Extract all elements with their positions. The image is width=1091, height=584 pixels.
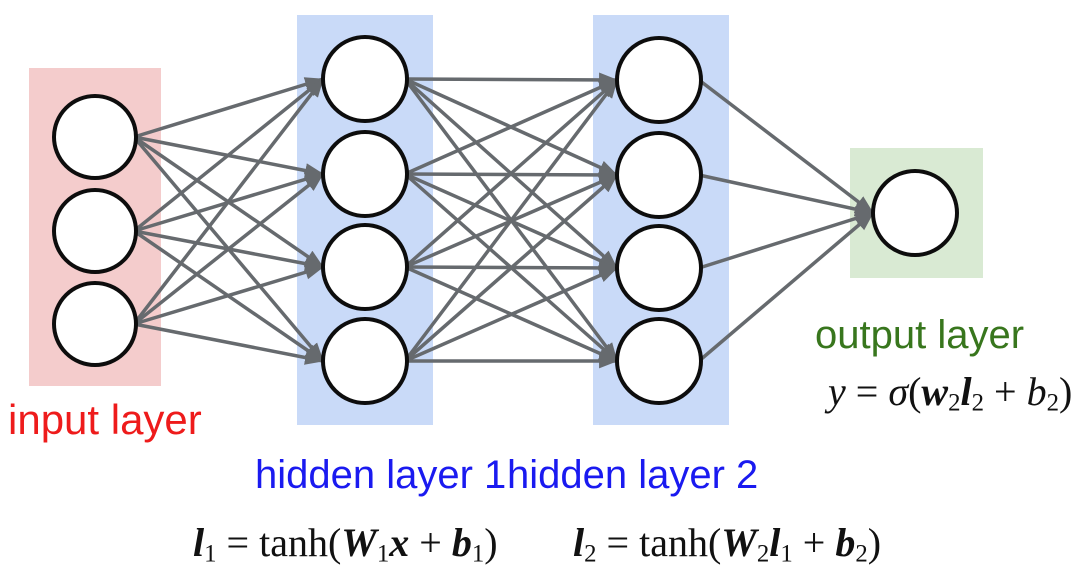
node-hidden2-3 [615, 317, 703, 405]
edge-hidden2-2-to-output-0 [698, 211, 875, 270]
node-hidden2-0 [615, 36, 703, 124]
neuron-nodes [52, 35, 959, 405]
edge-hidden1-3-to-hidden2-1 [403, 173, 619, 363]
node-input-1 [52, 188, 138, 274]
edge-input-2-to-hidden1-0 [132, 77, 325, 326]
edge-hidden2-1-to-output-0 [698, 173, 875, 217]
node-output-0 [871, 169, 959, 257]
equation-part: ) [484, 520, 498, 565]
equation-part: = tanh( [216, 520, 342, 565]
label-input-layer: input layer [8, 396, 202, 443]
equation-part: ) [1058, 369, 1073, 414]
equation-part: 1 [204, 540, 217, 568]
equation-part: + [409, 520, 452, 565]
equation-part: y [828, 369, 846, 414]
equation-part: 2 [756, 540, 770, 568]
equation-part: b [451, 520, 472, 565]
edge-hidden1-2-to-hidden2-0 [403, 78, 619, 269]
equation-part: + [792, 520, 836, 565]
edge-hidden2-0-to-output-0 [697, 78, 875, 215]
node-hidden1-0 [321, 35, 409, 123]
label-output-layer: output layer [815, 313, 1025, 357]
edge-input-2-to-hidden1-3 [133, 322, 325, 365]
equation-part: = [845, 369, 889, 414]
equation-part: 1 [471, 540, 485, 568]
equation-part: + [984, 369, 1027, 414]
equation-part: l [769, 520, 781, 565]
equation-part: ) [867, 520, 882, 565]
equation-part: b [835, 520, 856, 565]
equation-hidden-layer-2: l2 = tanh(W2l1 + b2) [573, 523, 881, 567]
equation-part: 2 [584, 540, 597, 568]
edge-input-2-to-hidden1-1 [132, 172, 325, 326]
label-hidden-layer-1: hidden layer 1 [255, 453, 507, 497]
equation-output-layer: y = σ(w2l2 + b2) [828, 372, 1072, 416]
edge-input-0-to-hidden1-0 [133, 77, 325, 139]
node-hidden1-1 [321, 130, 409, 218]
edge-input-2-to-hidden1-2 [133, 265, 325, 326]
node-hidden1-2 [321, 223, 409, 311]
node-hidden2-1 [615, 131, 703, 219]
equation-part: 1 [780, 540, 793, 568]
edge-hidden1-3-to-hidden2-2 [404, 266, 618, 363]
node-input-0 [52, 94, 138, 180]
equation-part: = tanh( [596, 520, 722, 565]
edge-hidden1-0-to-hidden2-0 [404, 72, 619, 88]
equation-part: l [573, 520, 585, 565]
equation-hidden-layer-1: l1 = tanh(W1x + b1) [193, 523, 498, 567]
edge-hidden1-3-to-hidden2-0 [403, 78, 619, 363]
node-hidden1-3 [321, 317, 409, 405]
equation-part: σ [888, 369, 909, 414]
edge-hidden1-1-to-hidden2-0 [404, 78, 618, 176]
label-hidden-layer-2: hidden layer 2 [507, 453, 759, 497]
equation-part: x [389, 520, 410, 565]
equation-part: ( [908, 369, 922, 414]
equation-part: b [1026, 369, 1047, 414]
equation-part: W [721, 520, 757, 565]
equation-part: l [193, 520, 205, 565]
equation-part: 2 [855, 540, 868, 568]
equation-part: 2 [971, 389, 985, 417]
edge-input-1-to-hidden1-0 [132, 77, 325, 233]
equation-part: l [960, 369, 972, 414]
equation-part: 2 [1046, 389, 1059, 417]
connection-arrows [132, 72, 875, 369]
equation-part: 2 [948, 389, 961, 417]
equation-part: W [341, 520, 377, 565]
equation-part: 1 [376, 540, 390, 568]
node-hidden2-2 [615, 224, 703, 312]
node-input-2 [52, 281, 138, 367]
equation-part: w [921, 369, 949, 414]
edge-hidden2-3-to-output-0 [697, 211, 875, 363]
